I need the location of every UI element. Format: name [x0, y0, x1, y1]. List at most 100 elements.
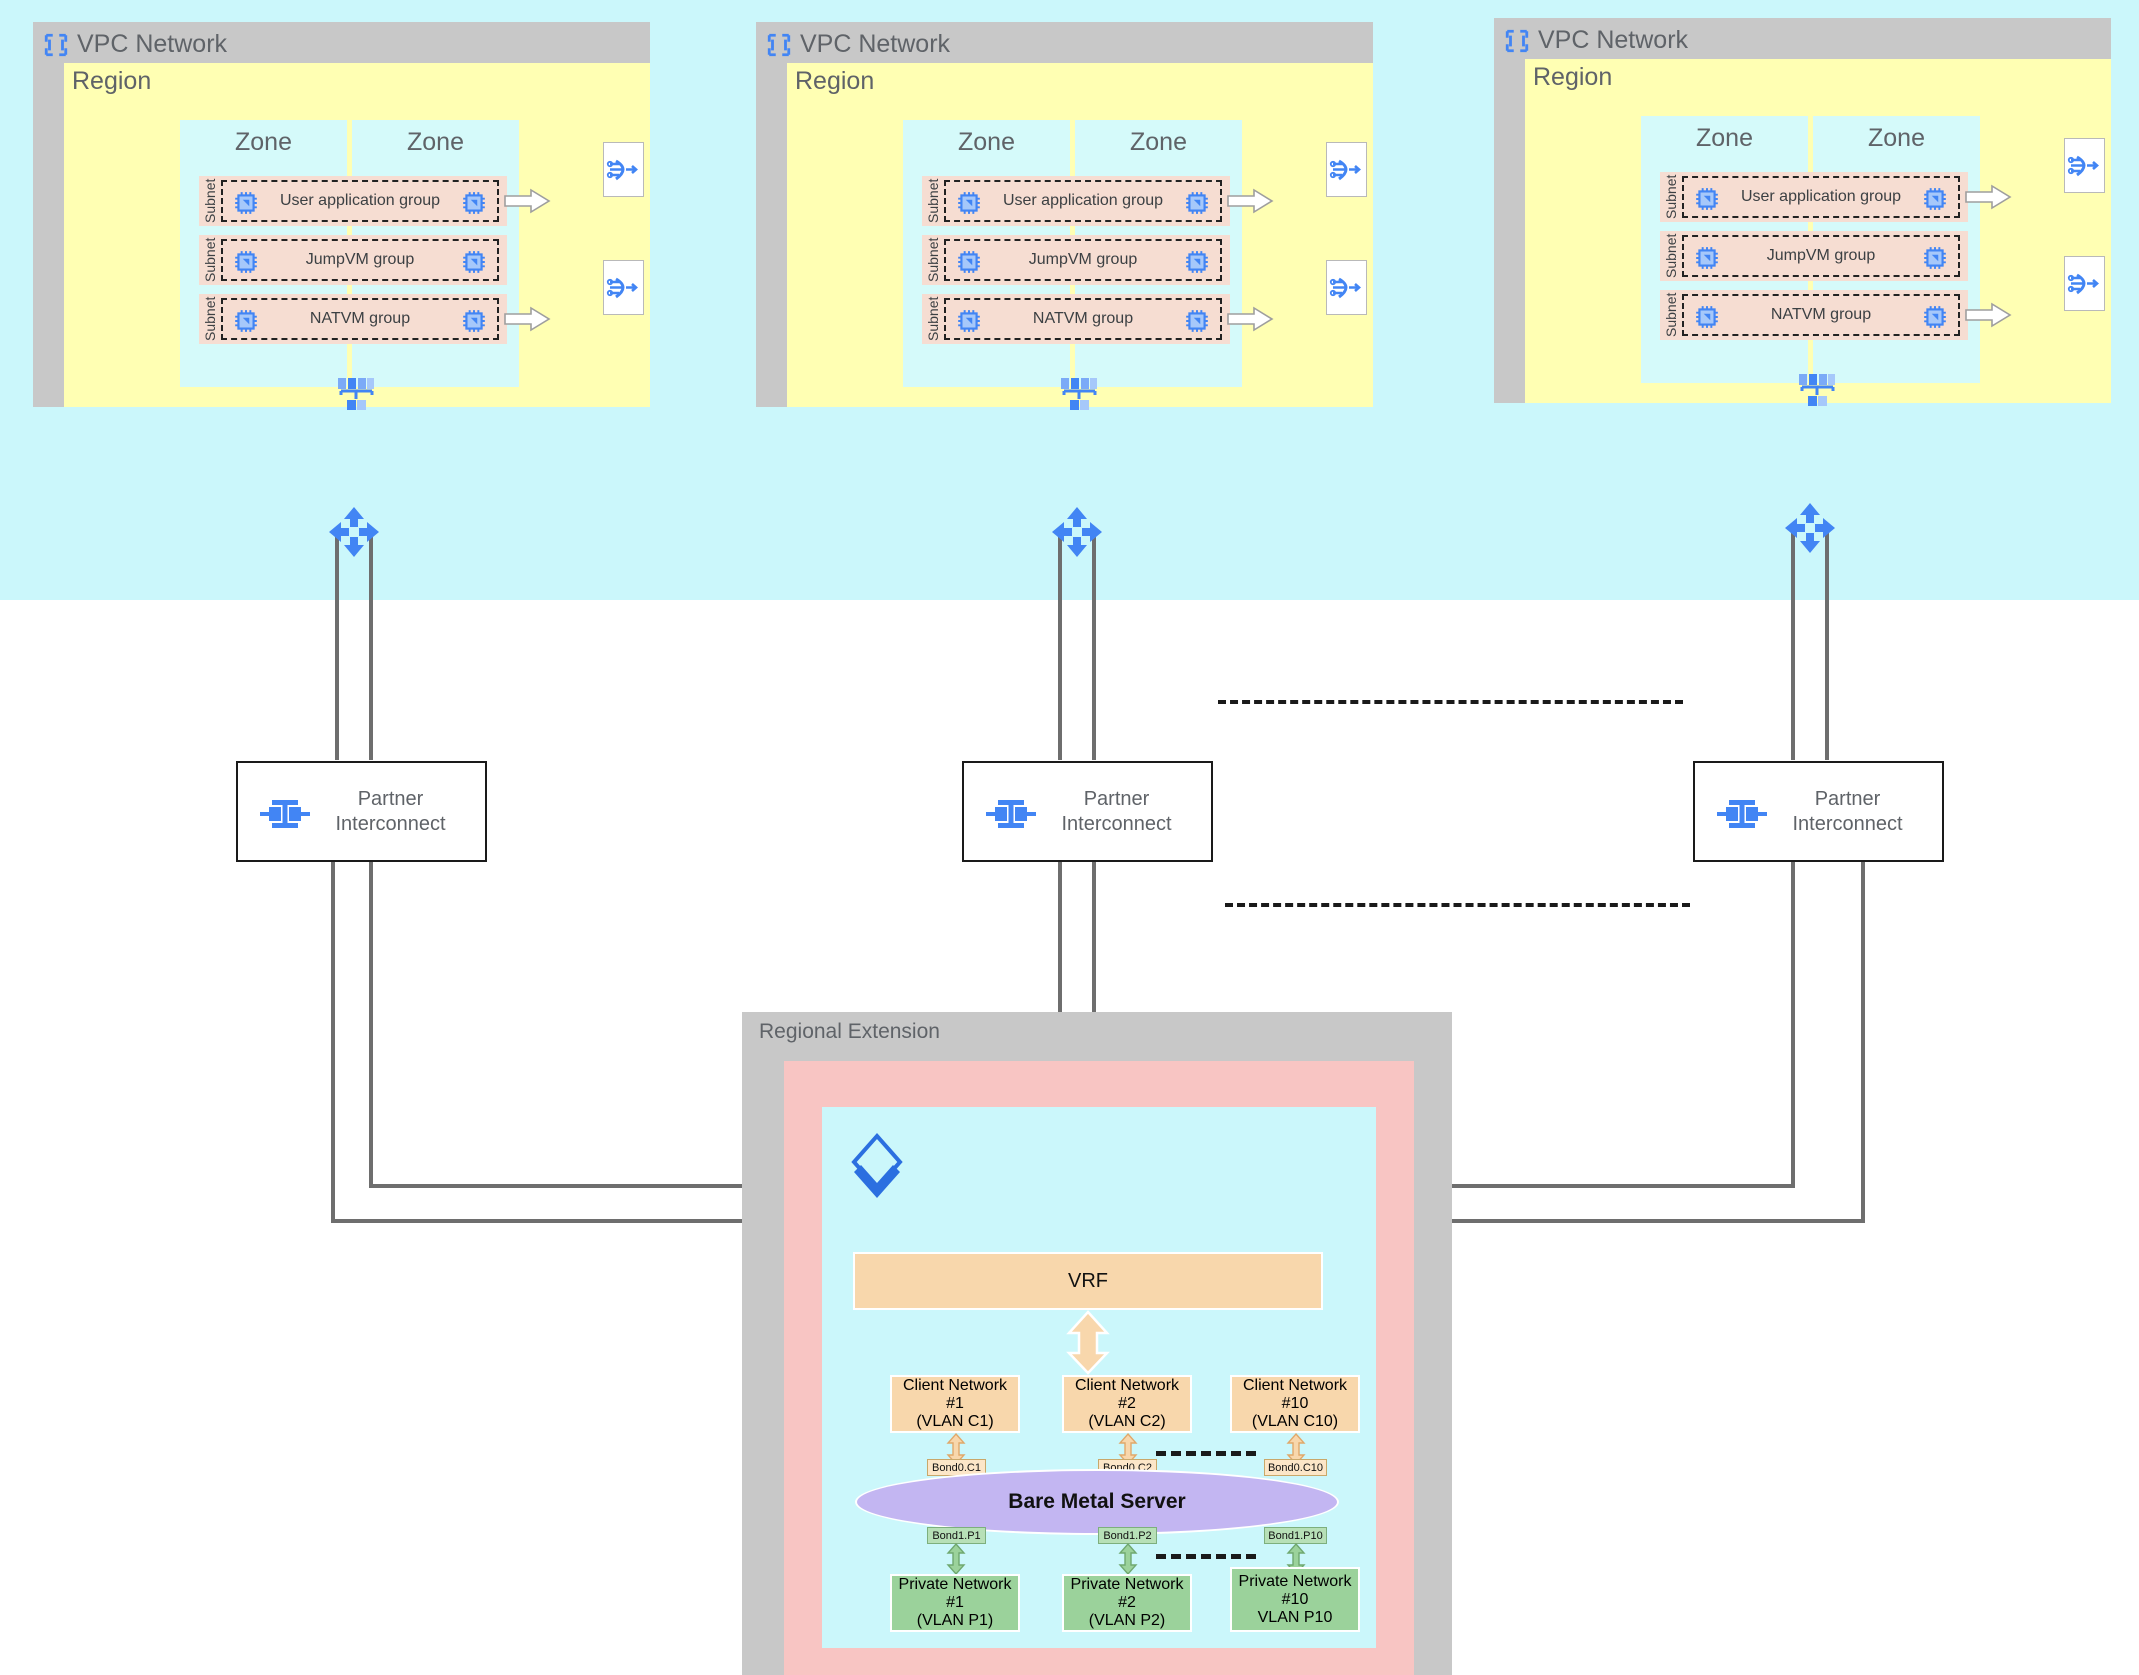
link-vpc2-pi-right [1092, 527, 1096, 760]
region-label-2: Region [795, 67, 875, 95]
vm-instance-icon [1922, 245, 1948, 271]
vrf-client-bidirectional-arrow [1066, 1310, 1110, 1375]
arrow-to-nat-2-3 [1227, 306, 1274, 332]
vpc-subnet-connector-icon [1059, 378, 1099, 412]
link-vpc3-pi-left [1791, 523, 1795, 760]
vpc-block-1: VPC Network Region Zone Zone Subnet User… [33, 22, 650, 410]
vm-instance-icon [956, 308, 982, 334]
subnet-label-3-3: Subnet [1663, 292, 1679, 338]
private-network-1-line2: (VLAN P1) [916, 1612, 994, 1629]
vm-instance-icon [1694, 304, 1720, 330]
subnet-row-2-2: Subnet JumpVM group [922, 235, 1230, 285]
client-network-2[interactable]: Client Network #2 (VLAN C2) [1062, 1375, 1192, 1433]
ellipsis-separator-top [1218, 700, 1683, 704]
vm-instance-icon [461, 190, 487, 216]
subnet-row-2-3: Subnet NATVM group [922, 294, 1274, 344]
vrf-box[interactable]: VRF [853, 1252, 1323, 1310]
cloud-nat-icon [2067, 155, 2099, 177]
link-pi3-vrf-b-v [1861, 860, 1865, 1223]
instance-group-jumpvm-3: JumpVM group [1682, 235, 1960, 277]
client-network-1[interactable]: Client Network #1 (VLAN C1) [890, 1375, 1020, 1433]
link-pi1-vrf-b-h [331, 1219, 849, 1223]
bare-metal-server[interactable]: Bare Metal Server [855, 1469, 1339, 1535]
private-network-2[interactable]: Private Network #2 (VLAN P2) [1062, 1574, 1192, 1632]
region-label-1: Region [72, 67, 152, 95]
partner-interconnect-1[interactable]: Partner Interconnect [236, 761, 487, 862]
cloud-nat-icon [1329, 277, 1361, 299]
private-network-2-line1: Private Network #2 [1070, 1576, 1184, 1611]
group-label-jumpvm-3: JumpVM group [1766, 247, 1876, 264]
vm-instance-icon [461, 249, 487, 275]
pi-label-2-line2: Interconnect [1061, 812, 1172, 835]
client-network-1-line1: Client Network #1 [902, 1377, 1008, 1412]
link-pi1-vrf-b-v [331, 860, 335, 1223]
bond-tag-p10: Bond1.P10 [1264, 1527, 1327, 1544]
vpc-block-2: VPC Network Region Zone Zone Subnet User… [756, 22, 1373, 410]
zone-label-3b: Zone [1868, 124, 1925, 152]
partner-interconnect-2[interactable]: Partner Interconnect [962, 761, 1213, 862]
vpc-subnet-connector-icon [336, 378, 376, 412]
subnet-row-3-1: Subnet User application group [1660, 172, 2012, 222]
cloud-nat-box-1-2 [603, 260, 644, 315]
cloud-nat-box-3-2 [2064, 256, 2105, 311]
link-vpc3-pi-right [1825, 523, 1829, 760]
subnet-row-1-3: Subnet NATVM group [199, 294, 551, 344]
subnet-row-3-2: Subnet JumpVM group [1660, 231, 1968, 281]
client-network-10-line1: Client Network #10 [1242, 1377, 1348, 1412]
arrow-to-nat-2-1 [1227, 188, 1274, 214]
cloud-nat-box-2-1 [1326, 142, 1367, 197]
bare-metal-server-label: Bare Metal Server [1008, 1490, 1186, 1513]
regional-extension-title: Regional Extension [759, 1020, 940, 1043]
group-label-natvm-2: NATVM group [1032, 310, 1134, 327]
subnet-label-3-1: Subnet [1663, 174, 1679, 220]
private-network-ellipsis [1156, 1554, 1256, 1559]
group-label-user-app-2: User application group [1002, 192, 1164, 209]
vm-instance-icon [1184, 249, 1210, 275]
subnet-label-2-2: Subnet [925, 237, 941, 283]
vm-instance-icon [1922, 304, 1948, 330]
cloud-nat-box-3-1 [2064, 138, 2105, 193]
vm-instance-icon [1184, 190, 1210, 216]
private-net-2-arrow [1118, 1542, 1138, 1576]
instance-group-natvm-1: NATVM group [221, 298, 499, 340]
subnet-label-1-1: Subnet [202, 178, 218, 224]
cloud-nat-icon [2067, 273, 2099, 295]
cloud-nat-box-2-2 [1326, 260, 1367, 315]
private-network-10-line3: VLAN P10 [1257, 1608, 1333, 1626]
instance-group-jumpvm-1: JumpVM group [221, 239, 499, 281]
private-network-1[interactable]: Private Network #1 (VLAN P1) [890, 1574, 1020, 1632]
cloud-nat-icon [606, 159, 638, 181]
cloud-router-icon-3 [1783, 501, 1837, 555]
client-network-2-line1: Client Network #2 [1074, 1377, 1180, 1412]
vpc-network-icon [766, 32, 792, 58]
vm-instance-icon [461, 308, 487, 334]
partner-interconnect-3[interactable]: Partner Interconnect [1693, 761, 1944, 862]
zone-label-1b: Zone [407, 128, 464, 156]
private-network-10[interactable]: Private Network #10 VLAN P10 [1230, 1567, 1360, 1632]
instance-group-natvm-2: NATVM group [944, 298, 1222, 340]
subnet-row-1-2: Subnet JumpVM group [199, 235, 507, 285]
partner-interconnect-icon [984, 794, 1038, 834]
group-label-user-app-3: User application group [1740, 188, 1902, 205]
vpc-title-1: VPC Network [77, 30, 228, 58]
subnet-label-1-3: Subnet [202, 296, 218, 342]
arrow-to-nat-1-1 [504, 188, 551, 214]
subnet-label-1-2: Subnet [202, 237, 218, 283]
private-network-2-line2: (VLAN P2) [1088, 1612, 1166, 1629]
ellipsis-separator-bottom [1225, 903, 1690, 907]
vm-instance-icon [233, 308, 259, 334]
vm-instance-icon [956, 190, 982, 216]
vm-instance-icon [1694, 245, 1720, 271]
pi-label-3-line1: Partner [1814, 787, 1881, 810]
client-network-10[interactable]: Client Network #10 (VLAN C10) [1230, 1375, 1360, 1433]
arrow-to-nat-3-1 [1965, 184, 2012, 210]
group-label-jumpvm-2: JumpVM group [1028, 251, 1138, 268]
arrow-to-nat-3-3 [1965, 302, 2012, 328]
partner-interconnect-icon [1715, 794, 1769, 834]
vpc-title-2: VPC Network [800, 30, 951, 58]
region-label-3: Region [1533, 63, 1613, 91]
zone-label-2a: Zone [958, 128, 1015, 156]
group-label-jumpvm-1: JumpVM group [305, 251, 415, 268]
vm-instance-icon [956, 249, 982, 275]
